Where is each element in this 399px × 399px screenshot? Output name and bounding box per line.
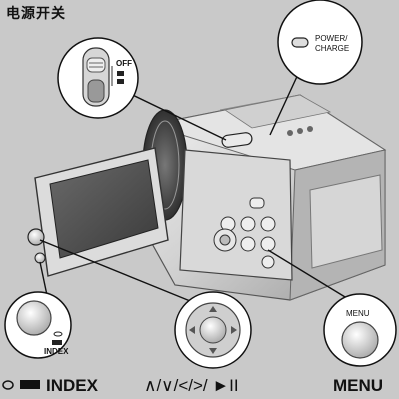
- charge-label: CHARGE: [315, 44, 349, 53]
- menu-callout-label: MENU: [346, 309, 370, 318]
- bottom-menu-label: MENU: [333, 376, 384, 395]
- power-label: POWER/: [315, 34, 348, 43]
- joystick-center[interactable]: [199, 316, 227, 344]
- index-button[interactable]: [16, 300, 52, 336]
- bottom-index-label: INDEX: [46, 376, 98, 395]
- menu-button[interactable]: [341, 321, 379, 359]
- hdd-bottom-icon: [2, 380, 14, 390]
- card-icon: [52, 340, 62, 345]
- card-bottom-icon: [20, 380, 40, 389]
- menu-callout: MENU: [323, 293, 397, 367]
- power-charge-callout: POWER/ CHARGE: [277, 0, 363, 85]
- leader-lines: [39, 69, 351, 306]
- joystick-left-arrow: [189, 326, 195, 334]
- photo-mode-icon: [117, 79, 124, 84]
- joystick-callout: [174, 291, 252, 369]
- bottom-arrows-label: ∧/∨/</>/ ►II: [144, 376, 239, 395]
- lcd-joystick[interactable]: [27, 228, 45, 246]
- lcd-index-button[interactable]: [34, 252, 46, 264]
- section-title: 电源开关: [6, 6, 66, 22]
- lcd-panel: [34, 147, 169, 277]
- camera-mode-icon: [117, 71, 124, 76]
- camcorder-body: [149, 94, 387, 301]
- hdd-icon: [53, 331, 63, 337]
- index-callout-label: INDEX: [44, 347, 69, 356]
- body-power-switch[interactable]: [221, 132, 253, 148]
- joystick-up-arrow: [209, 306, 217, 312]
- switch-off-label: OFF: [116, 59, 132, 68]
- switch-callout: OFF: [57, 37, 139, 119]
- side-control-panel: [179, 126, 313, 281]
- power-charge-lamp: [291, 37, 309, 48]
- joystick-down-arrow: [209, 348, 217, 354]
- joystick-right-arrow: [231, 326, 237, 334]
- index-callout: INDEX: [4, 291, 72, 359]
